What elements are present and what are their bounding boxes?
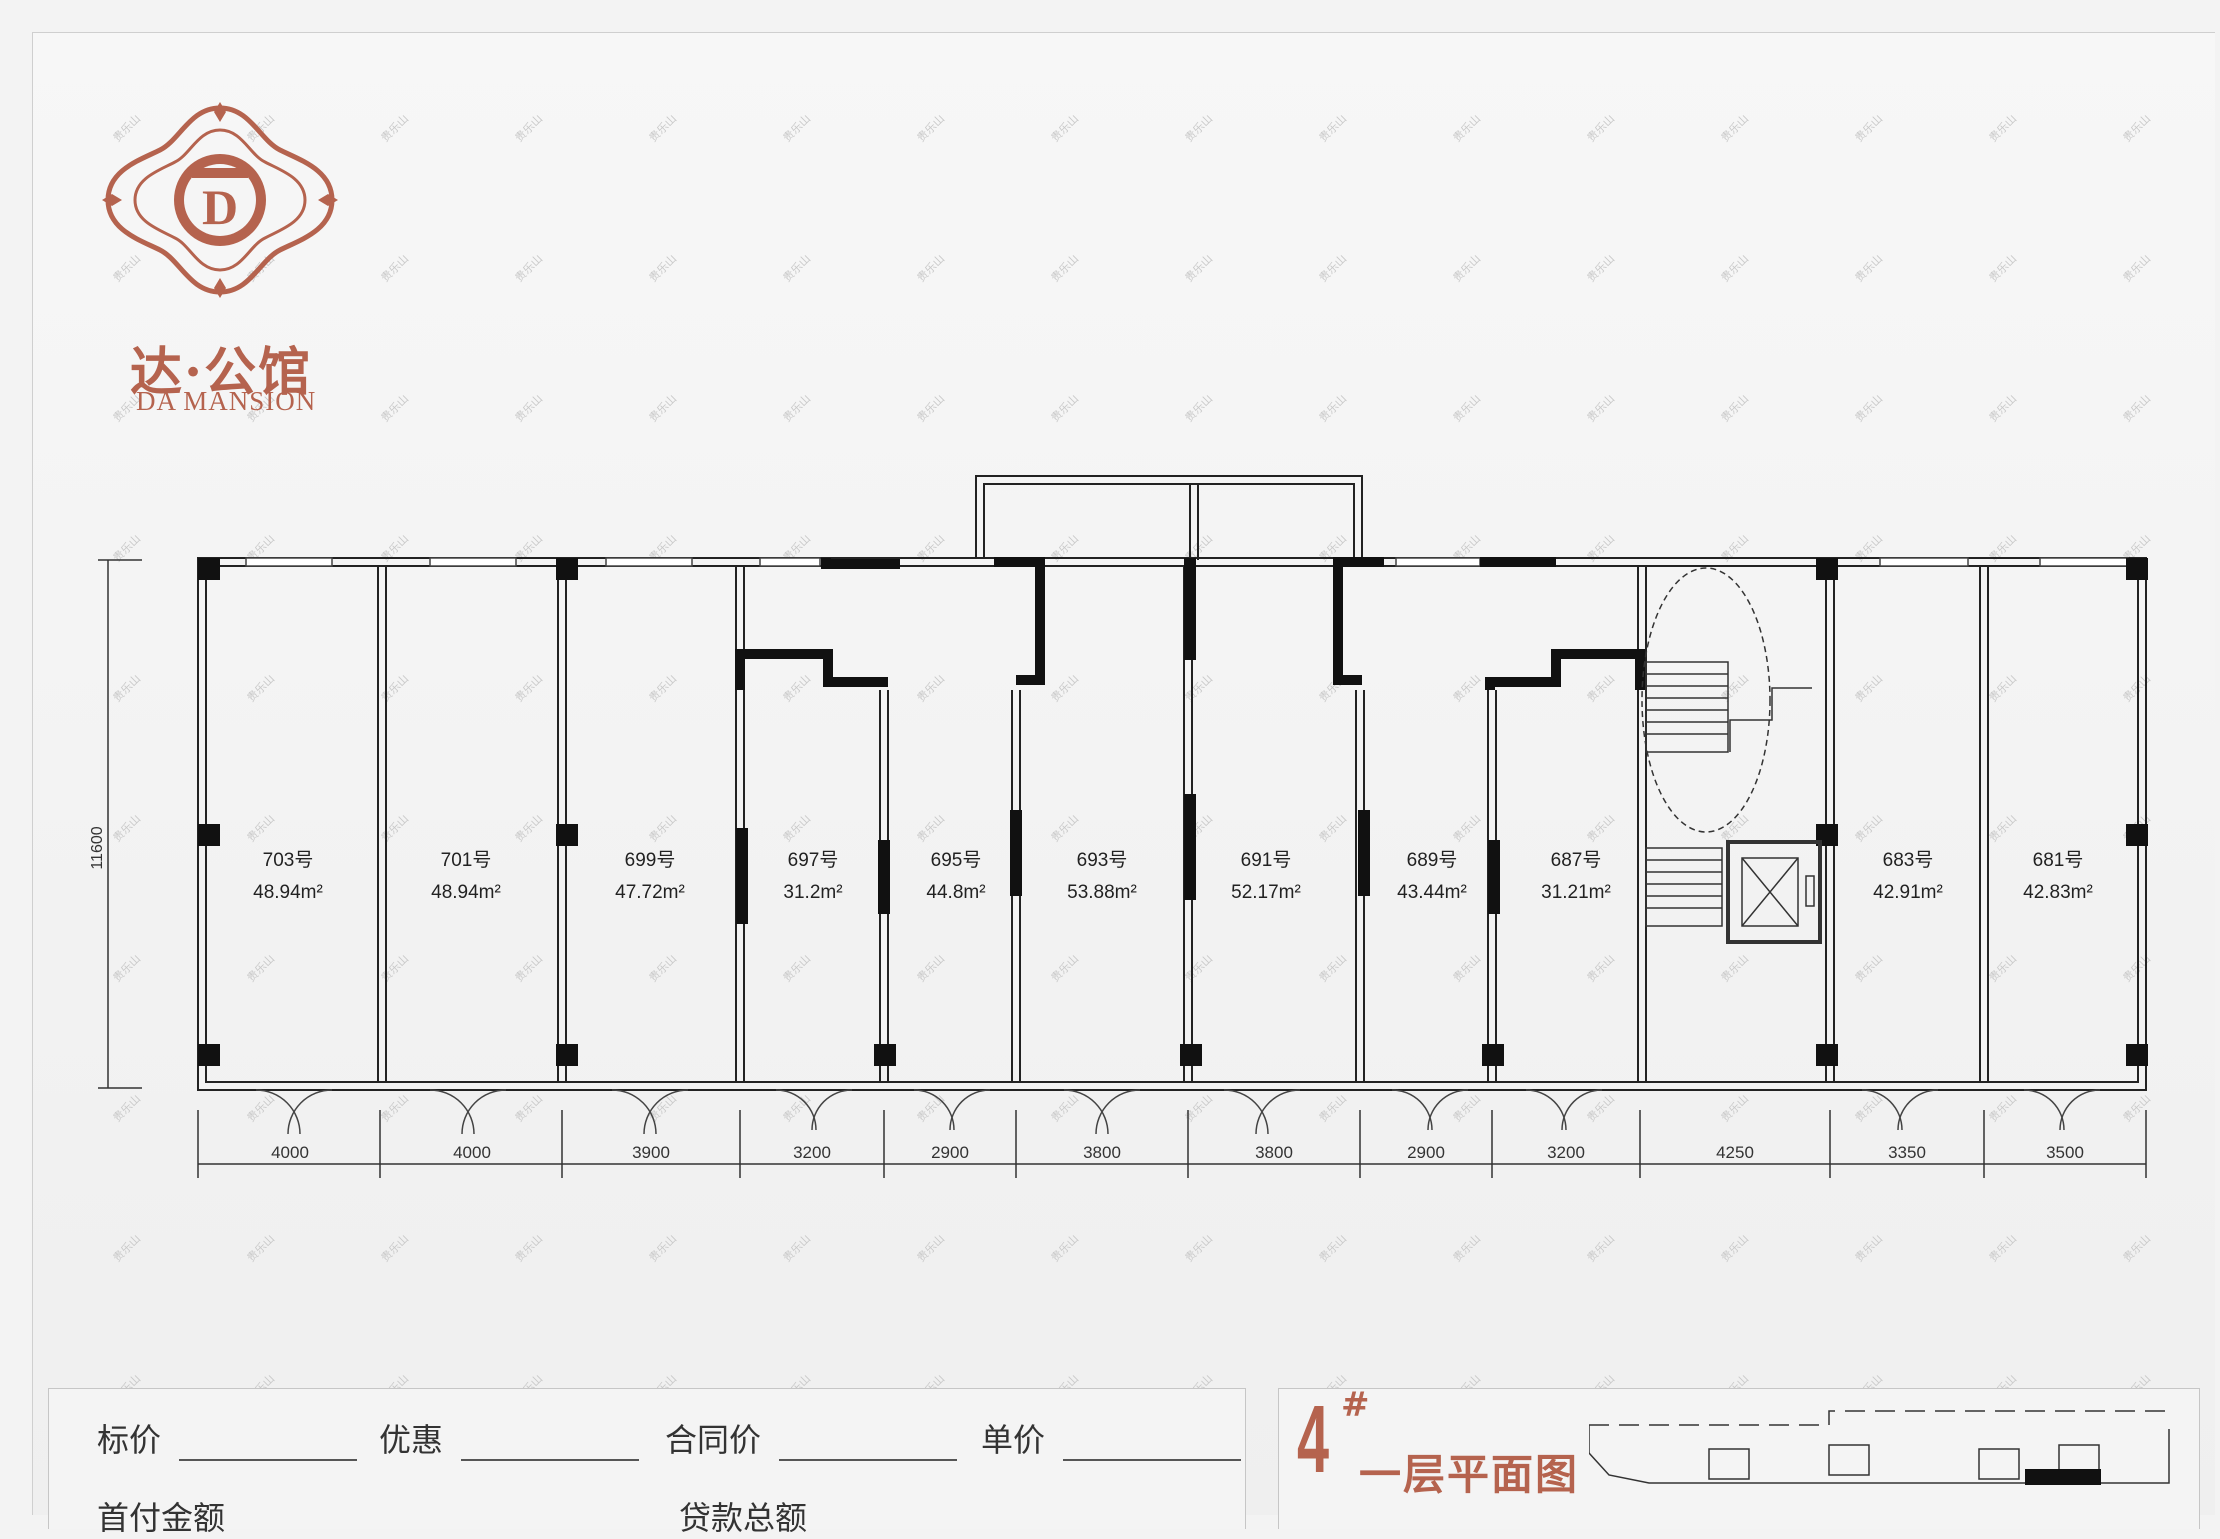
- height-dimension-label: 11600: [89, 826, 106, 869]
- unit-area: 44.8m²: [926, 882, 985, 903]
- windows: [245, 557, 2129, 567]
- down-payment-label: 首付金额: [97, 1499, 226, 1537]
- dimension-label: 3900: [632, 1143, 670, 1162]
- logo-letter: D: [202, 179, 238, 235]
- stair-core: [1641, 567, 1822, 944]
- unit-area: 31.2m²: [783, 882, 842, 903]
- dimension-label: 3350: [1888, 1143, 1926, 1162]
- unit-area: 42.83m²: [2023, 882, 2093, 903]
- unit-price-label: 单价: [981, 1421, 1046, 1459]
- columns: [198, 558, 2148, 1066]
- contract-price-label: 合同价: [665, 1421, 762, 1459]
- unit-number: 697号: [788, 850, 839, 871]
- drawing-sheet: [32, 32, 2215, 1515]
- loan-total-label: 贷款总额: [679, 1499, 808, 1537]
- width-dimension-labels: 4000 4000 3900 3200 2900 3800 3800 2900 …: [271, 1143, 2084, 1162]
- contract-price-field[interactable]: 合同价: [665, 1415, 958, 1461]
- list-price-label: 标价: [97, 1421, 162, 1459]
- partitions: [377, 566, 1989, 1082]
- unit-area: 48.94m²: [431, 882, 501, 903]
- unit-number: 703号: [263, 850, 314, 871]
- building-mark: #: [1341, 1385, 1370, 1425]
- dimension-label: 3500: [2046, 1143, 2084, 1162]
- unit-number: 693号: [1077, 850, 1128, 871]
- brand-name-cn: 达·公馆: [130, 342, 313, 403]
- unit-area: 48.94m²: [253, 882, 323, 903]
- logo-emblem: D: [102, 102, 338, 298]
- building-number: 4: [1297, 1386, 1330, 1493]
- discount-blank[interactable]: [461, 1431, 640, 1461]
- unit-number: 701号: [441, 850, 492, 871]
- width-dimension-line: [197, 1110, 2147, 1178]
- outer-walls: [197, 475, 2147, 1091]
- unit-number: 695号: [931, 850, 982, 871]
- unit-number: 683号: [1883, 850, 1934, 871]
- dimension-label: 3800: [1083, 1143, 1121, 1162]
- dimension-label: 3800: [1255, 1143, 1293, 1162]
- unit-number: 691号: [1241, 850, 1292, 871]
- dimension-label: 3200: [1547, 1143, 1585, 1162]
- dimension-label: 4000: [453, 1143, 491, 1162]
- list-price-field[interactable]: 标价: [97, 1415, 358, 1461]
- dimension-label: 4000: [271, 1143, 309, 1162]
- dimension-label: 2900: [931, 1143, 969, 1162]
- height-dimension: [98, 559, 142, 1089]
- unit-area: 52.17m²: [1231, 882, 1301, 903]
- unit-area: 53.88m²: [1067, 882, 1137, 903]
- notched-walls: [735, 557, 1645, 690]
- doors: [255, 1089, 2101, 1135]
- unit-number: 689号: [1407, 850, 1458, 871]
- unit-area: 47.72m²: [615, 882, 685, 903]
- dimension-label: 3200: [793, 1143, 831, 1162]
- unit-number: 681号: [2033, 850, 2084, 871]
- brand-name-en: DA MANSION: [136, 386, 317, 416]
- unit-labels: 703号 48.94m² 701号 48.94m² 699号 47.72m² 6…: [253, 850, 2093, 903]
- unit-area: 42.91m²: [1873, 882, 1943, 903]
- unit-area: 43.44m²: [1397, 882, 1467, 903]
- unit-price-blank[interactable]: [1063, 1431, 1242, 1461]
- unit-price-field[interactable]: 单价: [981, 1415, 1242, 1461]
- title-block: 4 # 一层平面图: [1278, 1385, 2200, 1529]
- unit-number: 687号: [1551, 850, 1602, 871]
- discount-label: 优惠: [379, 1421, 444, 1459]
- contract-price-blank[interactable]: [779, 1431, 958, 1461]
- dimension-label: 2900: [1407, 1143, 1445, 1162]
- unit-number: 699号: [625, 850, 676, 871]
- unit-area: 31.21m²: [1541, 882, 1611, 903]
- price-form: 标价 优惠 合同价 单价 首付金额 贷款总额: [48, 1388, 1246, 1537]
- discount-field[interactable]: 优惠: [379, 1415, 640, 1461]
- key-plan-thumbnail: [1589, 1410, 2170, 1485]
- dimension-label: 4250: [1716, 1143, 1754, 1162]
- list-price-blank[interactable]: [179, 1431, 358, 1461]
- floor-plan-title: 一层平面图: [1359, 1450, 1580, 1499]
